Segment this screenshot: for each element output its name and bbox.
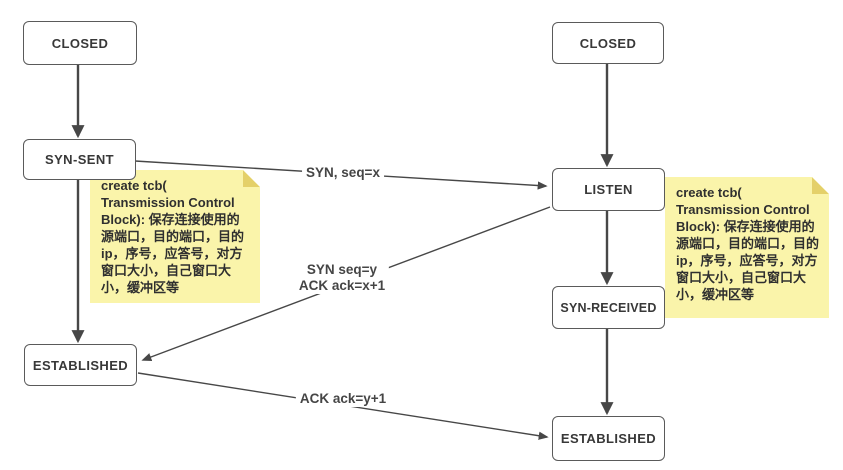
edge-label-syn: SYN, seq=x [302,165,384,181]
state-box-established-server: ESTABLISHED [552,416,665,461]
edge-label-syn-ack-line1: SYN seq=y [306,262,378,277]
state-box-syn-sent: SYN-SENT [23,139,136,180]
edge-label-syn-ack-line2: ACK ack=x+1 [298,278,386,293]
sticky-note-left-text: create tcb( Transmission Control Block):… [101,178,245,295]
state-box-closed-server: CLOSED [552,22,664,64]
state-box-syn-received: SYN-RECEIVED [552,286,665,329]
edge-label-ack: ACK ack=y+1 [295,391,391,407]
sticky-note-left: create tcb( Transmission Control Block):… [90,170,260,303]
state-box-closed-client: CLOSED [23,21,137,65]
sticky-note-right-text: create tcb( Transmission Control Block):… [676,185,820,302]
edge-label-syn-ack: SYN seq=y ACK ack=x+1 [294,262,390,294]
state-box-established-client: ESTABLISHED [24,344,137,386]
sticky-note-right: create tcb( Transmission Control Block):… [665,177,829,318]
state-box-listen: LISTEN [552,168,665,211]
